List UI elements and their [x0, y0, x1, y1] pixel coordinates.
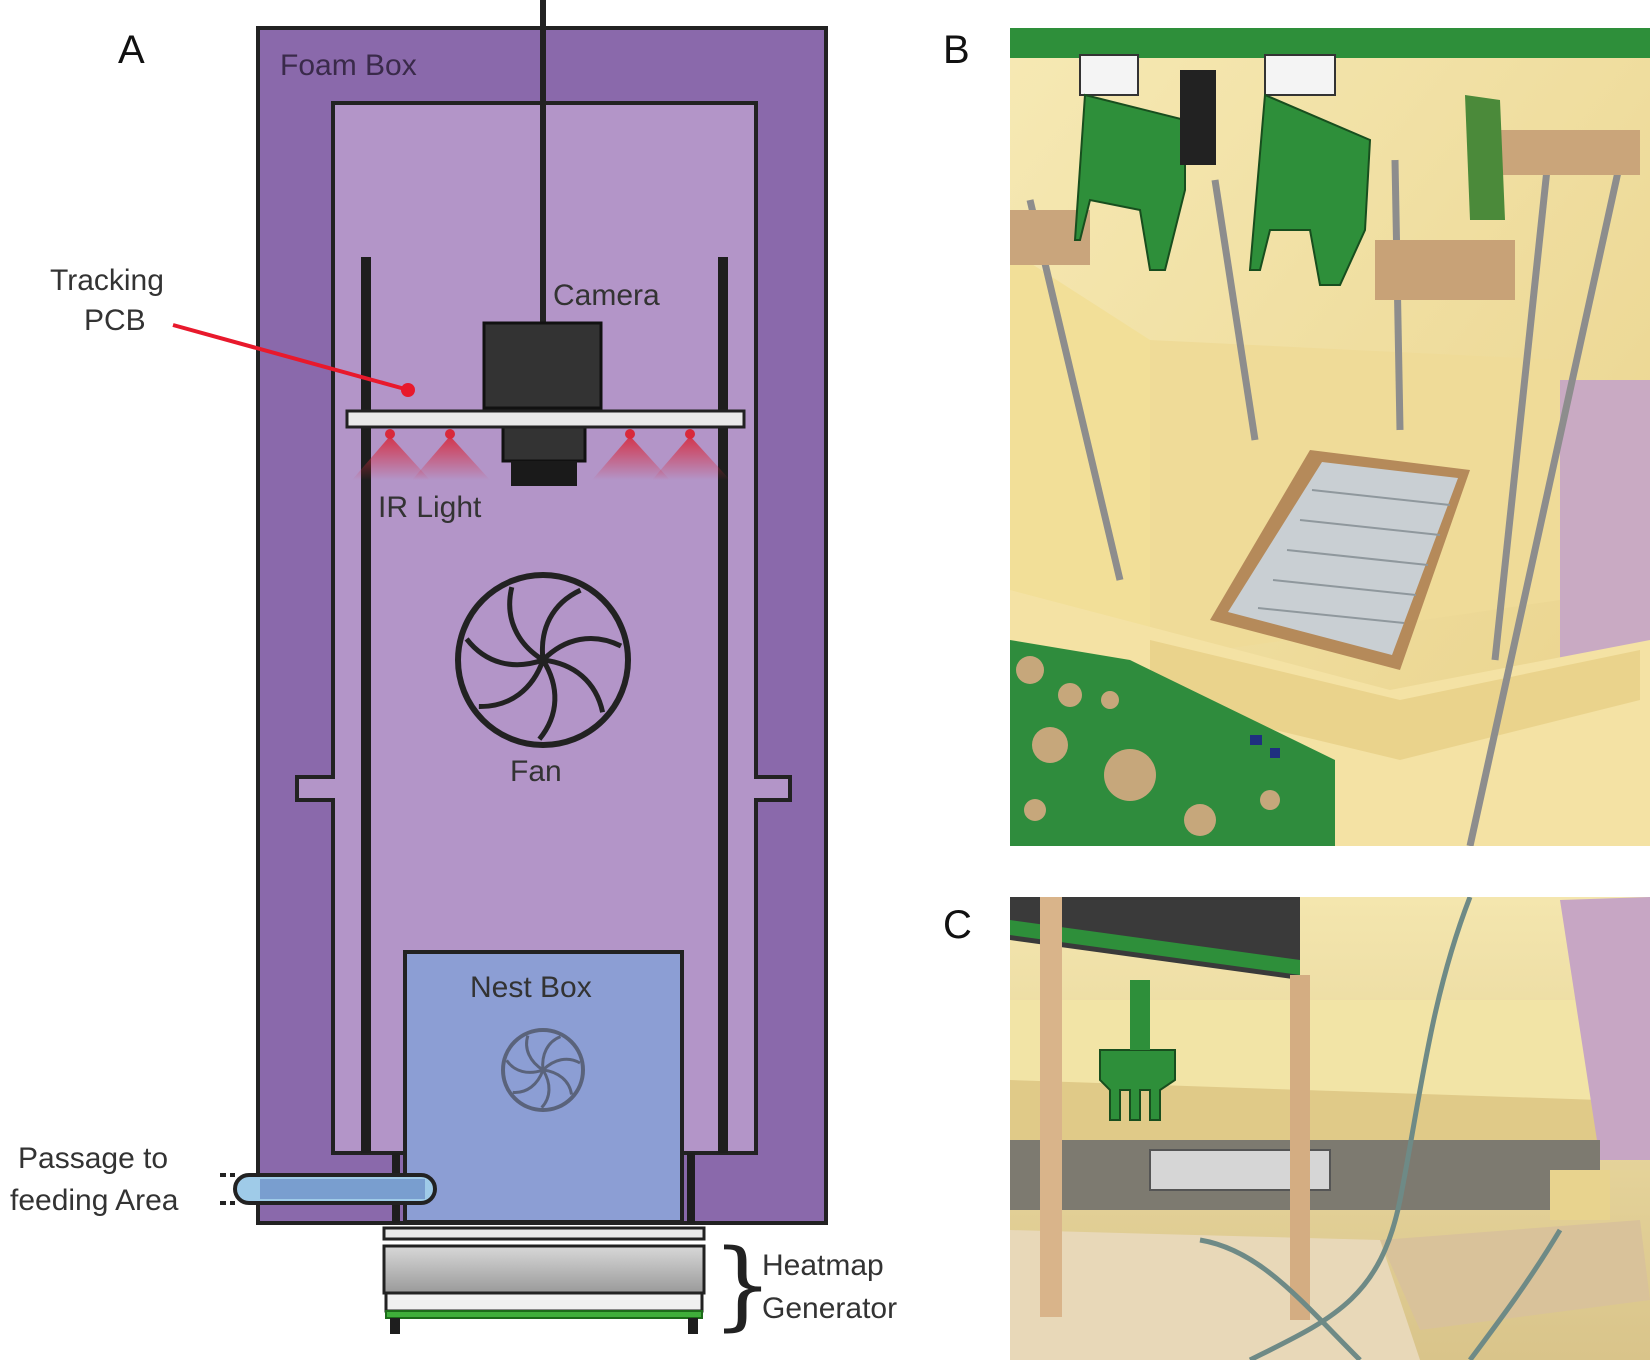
fan-label: Fan	[510, 755, 562, 788]
panel-letter-b: B	[943, 28, 970, 72]
tracking-pcb	[345, 409, 746, 429]
panel-letter-c: C	[943, 903, 972, 947]
tracking-pcb-label-line2: PCB	[84, 304, 146, 337]
nest-box-label: Nest Box	[470, 971, 592, 1004]
nest-post-right	[687, 1153, 695, 1223]
panel-a-schematic: A Foam Box Camera I	[10, 0, 897, 1341]
camera-label: Camera	[553, 279, 660, 312]
camera	[482, 321, 603, 486]
ir-light-label: IR Light	[378, 491, 482, 524]
tracking-pcb-pointer-dot	[401, 383, 415, 397]
passage-tube	[220, 1173, 437, 1205]
fan-icon	[455, 572, 631, 748]
panel-letter-a: A	[118, 28, 145, 72]
tracking-pcb-label-line1: Tracking	[50, 264, 164, 297]
post-right	[718, 257, 728, 1153]
heatmap-generator	[382, 1226, 706, 1334]
nest-fan-icon	[501, 1028, 585, 1112]
heatmap-label-line1: Heatmap	[762, 1249, 884, 1282]
panel-c-photo: C	[943, 897, 1650, 1360]
passage-label-line2: feeding Area	[10, 1184, 179, 1217]
panel-b-photo: B	[943, 28, 1650, 846]
post-left	[361, 257, 371, 1153]
tracking-pcb-pointer	[172, 323, 406, 391]
heatmap-brace: }	[712, 1229, 773, 1341]
heatmap-label-line2: Generator	[762, 1292, 897, 1325]
foam-box-label: Foam Box	[280, 49, 417, 82]
nest-box	[403, 950, 684, 1224]
passage-label-line1: Passage to	[18, 1142, 168, 1175]
ir-lights	[352, 429, 730, 480]
